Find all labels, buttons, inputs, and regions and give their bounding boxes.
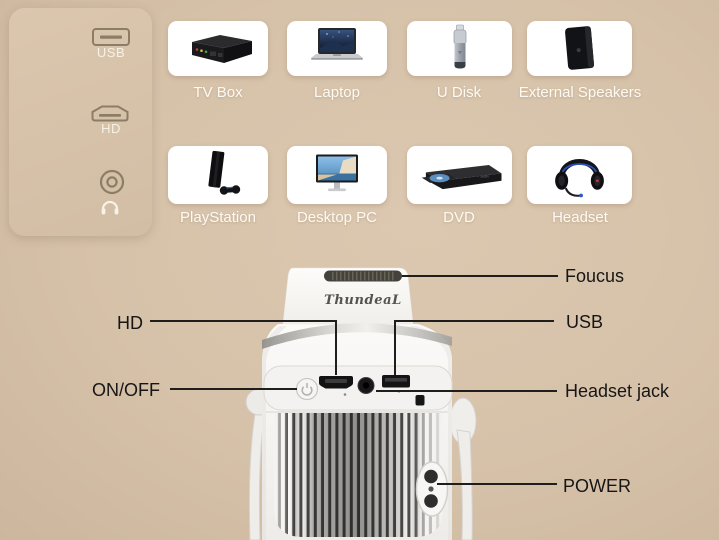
projector-top-housing xyxy=(282,267,414,325)
focus-wheel xyxy=(324,270,402,282)
device-tile-playstation xyxy=(168,146,268,204)
external-speakers-image xyxy=(565,26,595,70)
tile-label-laptop: Laptop xyxy=(314,84,360,101)
callout-usb-label: USB xyxy=(566,312,604,332)
hdmi-port-icon xyxy=(91,105,129,122)
dvd-image xyxy=(421,165,502,190)
callout-hd-label: HD xyxy=(117,313,143,333)
tile-label-speakers: External Speakers xyxy=(518,84,642,101)
callout-line-hd-h xyxy=(150,320,337,322)
callout-line-usb-h xyxy=(394,320,554,322)
device-tile-tv-box xyxy=(168,21,268,76)
tile-label-u-disk: U Disk xyxy=(436,84,482,101)
callout-line-focus xyxy=(402,275,558,277)
tile-label-desktop-pc: Desktop PC xyxy=(296,209,378,226)
usb-port-icon xyxy=(92,28,130,46)
callout-power-label: POWER xyxy=(563,476,632,496)
projector-image: ThundeaL xyxy=(245,267,477,540)
callout-line-hd-v xyxy=(335,320,337,375)
hdmi-port xyxy=(319,376,353,396)
laptop-image xyxy=(311,28,363,60)
power-inlet xyxy=(415,461,449,517)
connectivity-panel: USB HD xyxy=(9,8,152,236)
tile-label-dvd: DVD xyxy=(443,209,475,226)
callout-line-headset-jack xyxy=(376,390,557,392)
brand-logo: ThundeaL xyxy=(324,293,402,308)
device-tile-desktop-pc xyxy=(287,146,387,204)
callout-headset-jack-label: Headset jack xyxy=(565,381,670,401)
device-tile-headset xyxy=(527,146,632,204)
ir-receiver xyxy=(415,395,425,406)
audio-jack-icon xyxy=(99,169,125,195)
device-tile-speakers xyxy=(527,21,632,76)
u-disk-image xyxy=(453,24,467,69)
device-tile-u-disk xyxy=(407,21,512,76)
chrome-band xyxy=(262,323,452,349)
device-tile-dvd xyxy=(407,146,512,204)
headset-image xyxy=(555,159,604,198)
power-button xyxy=(295,377,319,401)
ventilation-grille xyxy=(274,413,443,537)
headset-jack-port xyxy=(357,377,375,394)
device-tile-laptop xyxy=(287,21,387,76)
hdmi-port-label: HD xyxy=(101,121,121,136)
tile-label-playstation: PlayStation xyxy=(180,209,256,226)
usb-port-label: USB xyxy=(96,45,126,60)
callout-on-off-label: ON/OFF xyxy=(92,380,160,400)
desktop-pc-image xyxy=(316,154,358,192)
tile-label-tv-box: TV Box xyxy=(193,84,243,101)
playstation-image xyxy=(208,150,241,195)
tile-label-headset: Headset xyxy=(552,209,608,226)
tv-box-image xyxy=(192,35,252,63)
callout-line-power xyxy=(437,483,557,485)
headphones-icon xyxy=(101,200,119,215)
callout-focus-label: Foucus xyxy=(565,266,625,286)
callout-line-on-off xyxy=(170,388,297,390)
callout-line-usb-v xyxy=(394,320,396,375)
